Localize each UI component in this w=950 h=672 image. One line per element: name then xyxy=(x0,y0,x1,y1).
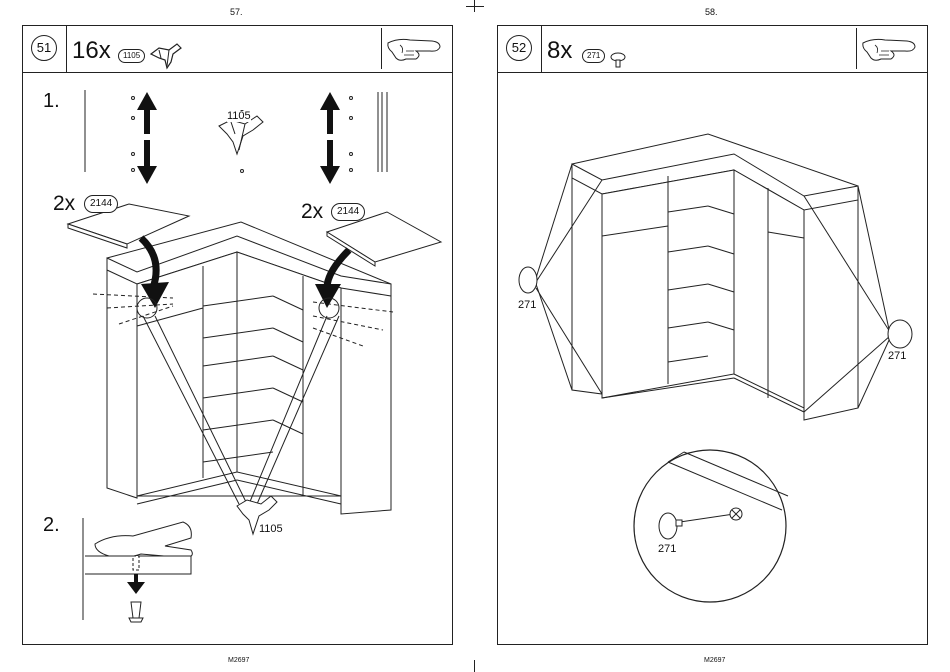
page-number-right: 58. xyxy=(705,7,718,17)
step-52-panel: 52 8x 271 xyxy=(497,25,928,645)
cap-label-detail: 271 xyxy=(658,544,676,555)
cap-icon xyxy=(888,320,912,348)
cap-label-left: 271 xyxy=(518,300,536,311)
fitting-label-top: 1105 xyxy=(227,111,251,122)
fitting-label-bottom: 1105 xyxy=(259,524,283,535)
step-51-panel: 51 16x 1105 1. 2. xyxy=(22,25,453,645)
page-number-left: 57. xyxy=(230,7,243,17)
arrow-icon xyxy=(127,582,145,594)
trim-mark-bottom xyxy=(474,660,475,672)
shelf-left-part: 2144 xyxy=(84,195,118,213)
cap-icon xyxy=(519,267,537,293)
shelf-right-qty: 2x xyxy=(301,201,323,222)
shelf-left-qty: 2x xyxy=(53,193,75,214)
footer-code-left: M2697 xyxy=(228,657,249,664)
cap-label-right: 271 xyxy=(888,351,906,362)
footer-code-right: M2697 xyxy=(704,657,725,664)
shelf-right-part: 2144 xyxy=(331,203,365,221)
step-52-illustration xyxy=(498,26,929,646)
trim-mark-top-h xyxy=(466,6,484,7)
